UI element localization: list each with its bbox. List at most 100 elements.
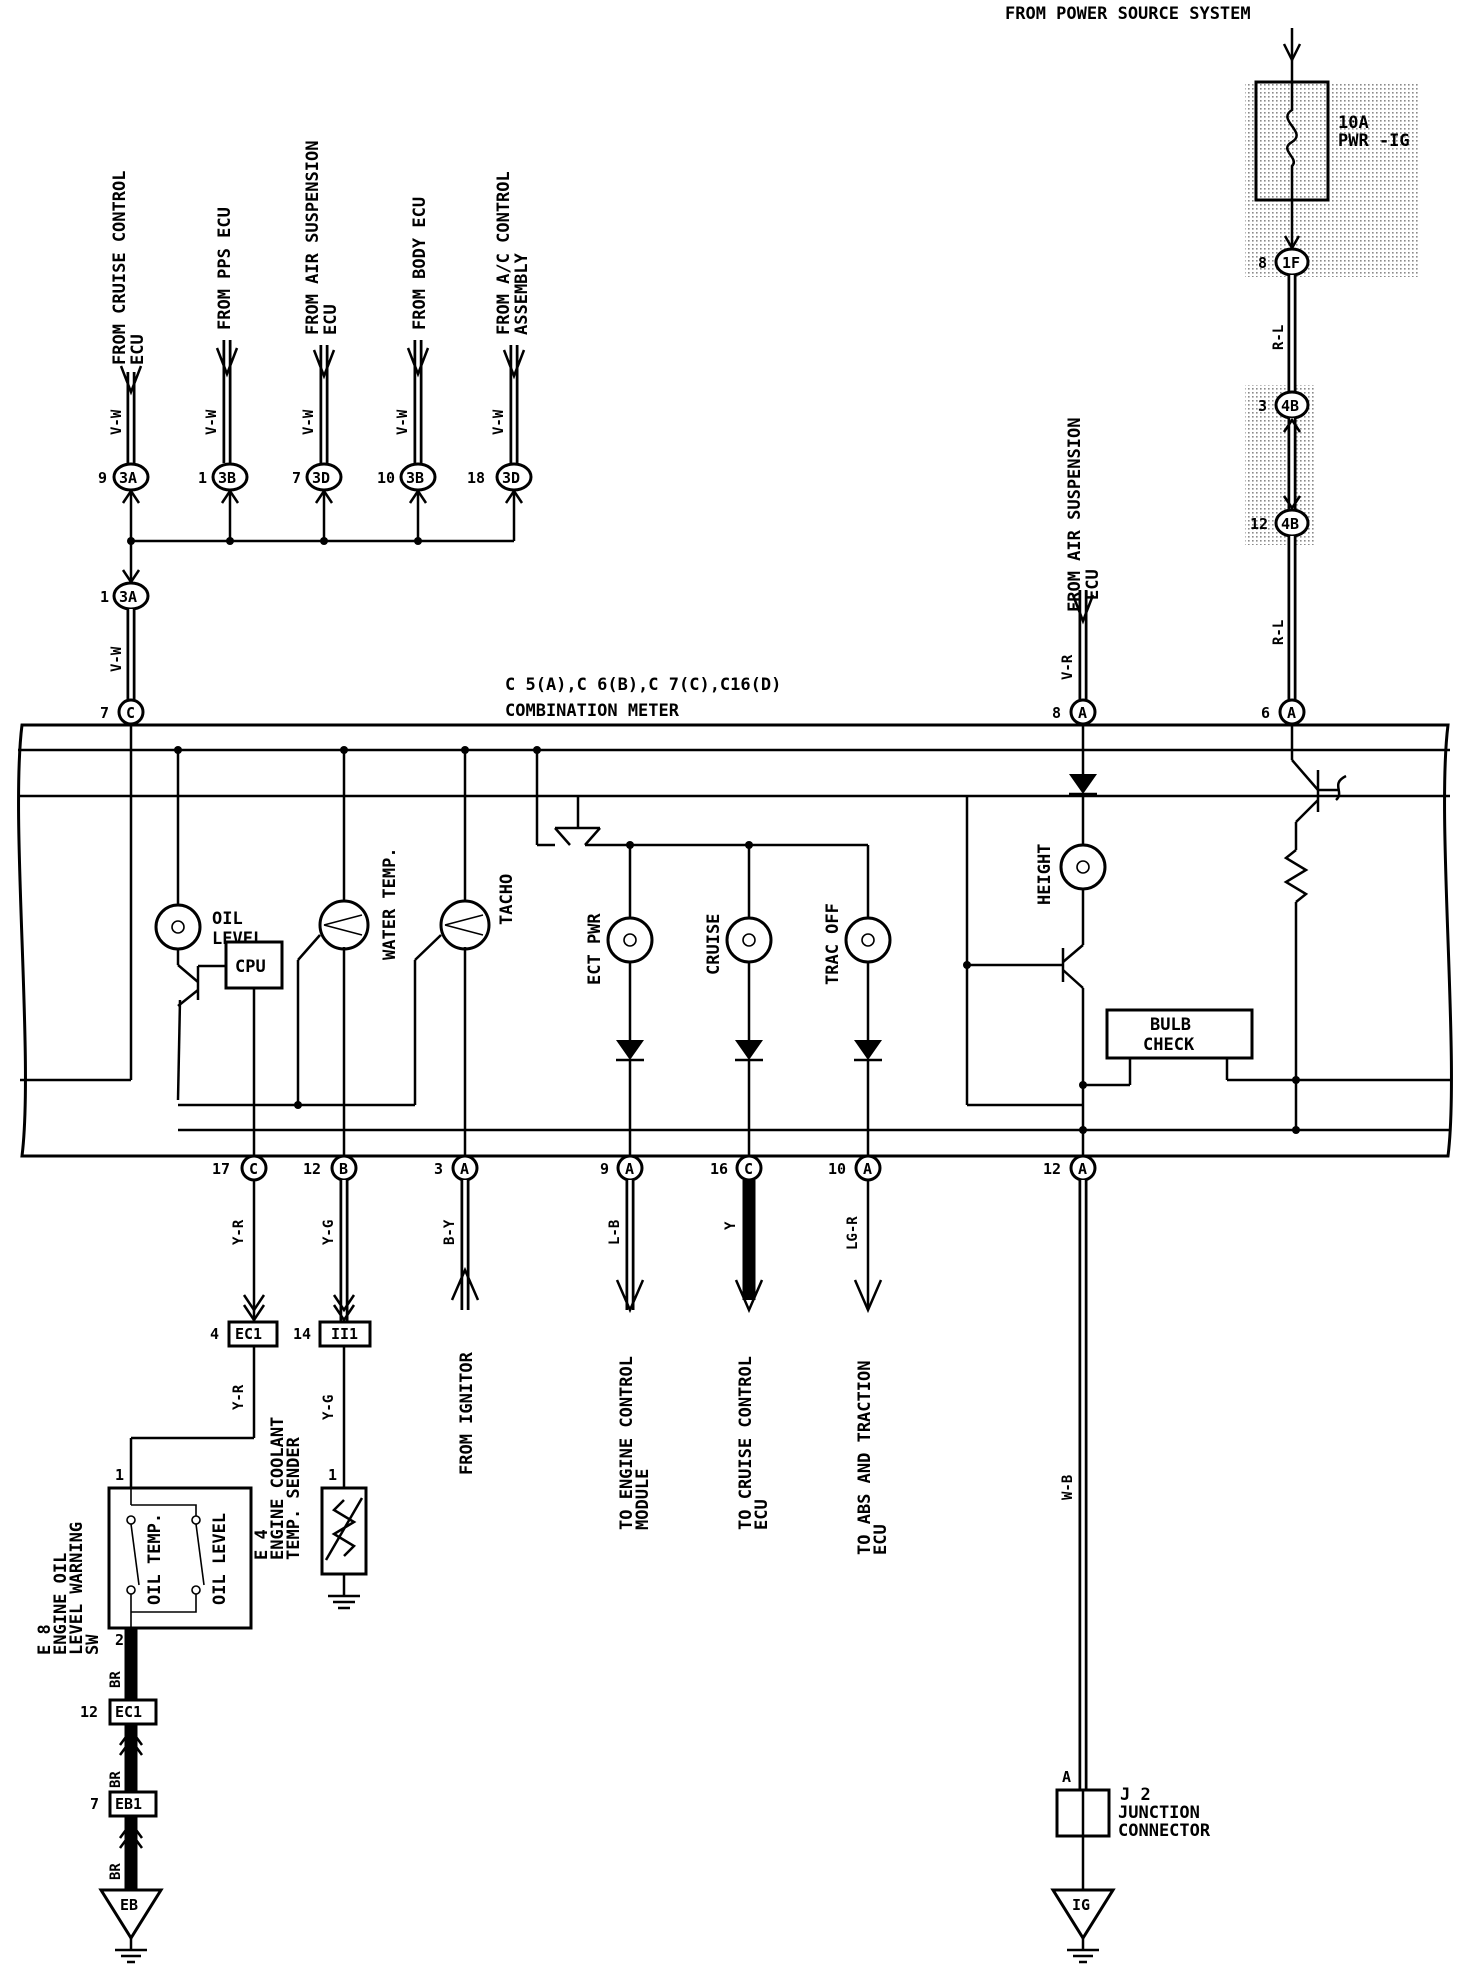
trac-off-label: TRAC OFF: [823, 903, 843, 985]
pin-4B-12-num: 12: [1250, 515, 1268, 533]
lower-wiring: Y-R 4 EC1 Y-R Y-G 14 II1 Y-G 1 2 OIL TEM…: [35, 1180, 1211, 1964]
sender-name-1: ENGINE COOLANT: [268, 1417, 288, 1560]
output-abs-label-2: ECU: [871, 1524, 891, 1555]
oil-sw-name-2: LEVEL WARNING: [67, 1522, 87, 1655]
meter-pin-12B-conn: B: [339, 1160, 348, 1178]
input-bus: 1 3A V-W: [100, 491, 516, 700]
oil-level-warning-switch: [107, 1486, 253, 1630]
wire-b-y: B-Y: [442, 1219, 458, 1245]
ec1b-pin: 12: [80, 1703, 98, 1721]
oil-sw-id: E 8: [35, 1624, 55, 1655]
height-diode: [1069, 774, 1097, 794]
wire-br-2: BR: [108, 1771, 124, 1788]
wire-r-l-upper: R-L: [1271, 325, 1287, 350]
meter-connectors: C 5(A),C 6(B),C 7(C),C16(D): [505, 675, 781, 695]
bulb-check-box: [1105, 1008, 1254, 1060]
trac-off-lamp: [844, 916, 892, 964]
input-5-label-2: ASSEMBLY: [512, 252, 532, 335]
output-ecm-label-2: MODULE: [633, 1469, 653, 1530]
input-1-label-1: FROM CRUISE CONTROL: [110, 171, 130, 365]
meter-pin-12A-conn: A: [1078, 1160, 1087, 1178]
ect-pwr-label: ECT PWR: [585, 913, 605, 985]
meter-pin-12B-num: 12: [303, 1160, 321, 1178]
oil-sw-name-1: ENGINE OIL: [51, 1553, 71, 1655]
wire-r-l-lower: R-L: [1271, 620, 1287, 645]
meter-pin-17C-conn: C: [249, 1160, 258, 1178]
wire-lg-r: LG-R: [845, 1216, 861, 1250]
splice-conn: 3A: [119, 588, 137, 606]
ect-pwr-lamp: [606, 916, 654, 964]
j2-pin: A: [1062, 1768, 1071, 1786]
output-ignitor-label: FROM IGNITOR: [457, 1351, 477, 1475]
pin-4B-12-conn: 4B: [1281, 515, 1299, 533]
input-1-conn: 3A: [119, 469, 137, 487]
fuse-amp: 10A: [1338, 113, 1369, 133]
ground-eb-triangle: [98, 1888, 164, 1941]
ground-sender-icon: [328, 1594, 360, 1610]
air-susp-label-2: ECU: [1083, 569, 1103, 600]
input-5: FROM A/C CONTROL ASSEMBLY V-W 18 3D: [467, 171, 533, 504]
wire-y-g-2: Y-G: [321, 1395, 337, 1420]
input-5-label-1: FROM A/C CONTROL: [494, 171, 514, 335]
pin-4B-3-num: 3: [1258, 397, 1267, 415]
input-2-conn: 3B: [218, 469, 236, 487]
conn-ii1-14: [318, 1320, 372, 1348]
input-1-pin: 9: [98, 469, 107, 487]
oil-sw-level-label: OIL LEVEL: [210, 1513, 230, 1605]
ect-pwr-diode: [616, 1040, 644, 1060]
input-4: FROM BODY ECU V-W 10 3B: [377, 197, 437, 504]
oil-level-label-1: OIL: [212, 909, 243, 929]
conn-ec1-4: [227, 1320, 279, 1348]
input-4-conn: 3B: [406, 469, 424, 487]
input-3: FROM AIR SUSPENSION ECU V-W 7 3D: [292, 141, 343, 504]
j2-name-1: JUNCTION: [1118, 1803, 1200, 1823]
pin-1F-num: 8: [1258, 254, 1267, 272]
air-susp-wire: V-R: [1060, 654, 1076, 680]
ec1-conn: EC1: [235, 1325, 262, 1343]
cruise-diode: [735, 1040, 763, 1060]
input-5-pin: 18: [467, 469, 485, 487]
ground-ig-label: IG: [1072, 1896, 1090, 1914]
oil-sw-temp-label: OIL TEMP.: [145, 1513, 165, 1605]
tacho-gauge: [439, 899, 491, 951]
oil-sw-pin2: 2: [115, 1631, 124, 1649]
wire-w-b: W-B: [1060, 1475, 1076, 1500]
meter-pin-9A-num: 9: [600, 1160, 609, 1178]
wire-y-r-1: Y-R: [231, 1219, 247, 1245]
combination-meter: C 5(A),C 6(B),C 7(C),C16(D) COMBINATION …: [17, 675, 1453, 1182]
power-source-label: FROM POWER SOURCE SYSTEM: [1005, 4, 1251, 24]
wire-y: Y: [723, 1221, 739, 1230]
meter-pin-17C-num: 17: [212, 1160, 230, 1178]
input-3-label-1: FROM AIR SUSPENSION: [303, 141, 323, 335]
meter-pin-16C-conn: C: [744, 1160, 753, 1178]
bulb-check-label-1: BULB: [1150, 1015, 1191, 1035]
resistor-icon: [1283, 849, 1309, 903]
eb1-conn: EB1: [115, 1795, 142, 1813]
height-lamp: [1059, 843, 1107, 891]
input-4-label-1: FROM BODY ECU: [410, 197, 430, 330]
wire-br-1: BR: [108, 1671, 124, 1688]
sender-name-2: TEMP. SENDER: [284, 1436, 304, 1560]
oil-sw-name-3: SW: [83, 1634, 103, 1655]
splice-pin: 1: [100, 588, 109, 606]
input-1-wire: V-W: [109, 409, 125, 435]
eb1-pin: 7: [90, 1795, 99, 1813]
ground-eb-icon: [115, 1938, 147, 1964]
input-2-label-1: FROM PPS ECU: [215, 207, 235, 330]
input-5-wire: V-W: [491, 409, 507, 435]
input-3-conn: 3D: [312, 469, 330, 487]
meter-pin-6A-num: 6: [1261, 704, 1270, 722]
height-label: HEIGHT: [1035, 844, 1055, 905]
sender-pin: 1: [328, 1466, 337, 1484]
bulb-check-label-2: CHECK: [1143, 1035, 1195, 1055]
ii1-conn: II1: [331, 1325, 358, 1343]
j2-name-2: CONNECTOR: [1118, 1821, 1211, 1841]
output-cruise-label-1: TO CRUISE CONTROL: [736, 1356, 756, 1530]
splice-wire: V-W: [109, 646, 125, 672]
cpu-box: [224, 940, 284, 990]
meter-pin-8A-conn: A: [1078, 704, 1087, 722]
input-4-wire: V-W: [395, 409, 411, 435]
input-3-pin: 7: [292, 469, 301, 487]
cruise-label: CRUISE: [704, 914, 724, 975]
